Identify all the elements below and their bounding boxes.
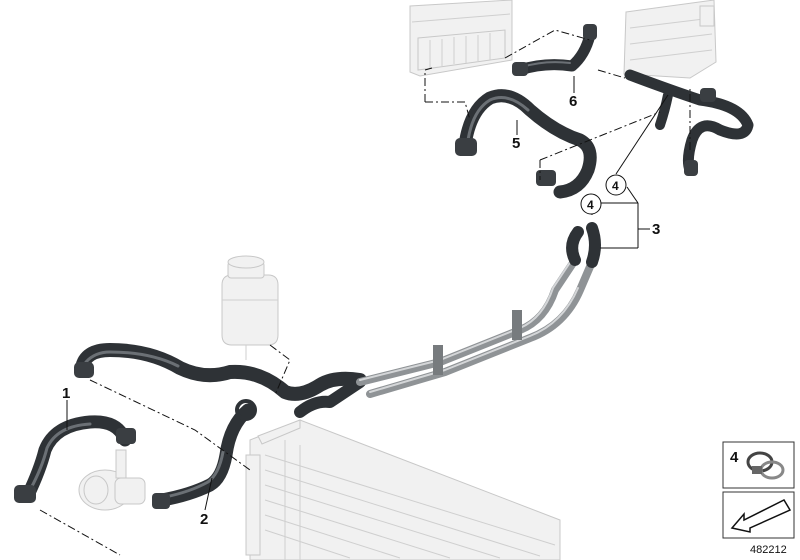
callout-5: 5 bbox=[512, 135, 520, 152]
callout-6: 6 bbox=[569, 93, 577, 110]
water-pump-ghost bbox=[78, 449, 146, 511]
callout-leaders bbox=[66, 76, 669, 511]
callout-1: 1 bbox=[62, 385, 70, 402]
legend-clamp-box: 4 bbox=[722, 441, 795, 489]
arrow-icon bbox=[730, 499, 792, 533]
hose-6 bbox=[512, 24, 597, 76]
hose-2 bbox=[152, 399, 257, 509]
reference-number: 482212 bbox=[750, 544, 787, 556]
legend-part-number: 4 bbox=[730, 449, 739, 466]
hose-5 bbox=[455, 89, 597, 199]
radiator-ghost bbox=[245, 419, 561, 560]
callout-3: 3 bbox=[652, 221, 660, 238]
hose-clamp-icon bbox=[746, 451, 785, 480]
left-cooler-ghost bbox=[409, 0, 513, 77]
legend-arrow-box bbox=[722, 491, 795, 539]
hose-1 bbox=[14, 415, 136, 503]
callout-2: 2 bbox=[200, 511, 208, 528]
expansion-tank-ghost bbox=[221, 255, 279, 360]
dashed-assembly-lines bbox=[39, 29, 691, 556]
callout-4b-label: 4 bbox=[587, 198, 594, 212]
callout-4-circle-a: 4 bbox=[605, 174, 627, 196]
right-cooler-ghost bbox=[623, 0, 717, 79]
main-coolant-line bbox=[74, 222, 601, 418]
callout-4a-label: 4 bbox=[612, 179, 619, 193]
callout-4-circle-b: 4 bbox=[580, 193, 602, 215]
